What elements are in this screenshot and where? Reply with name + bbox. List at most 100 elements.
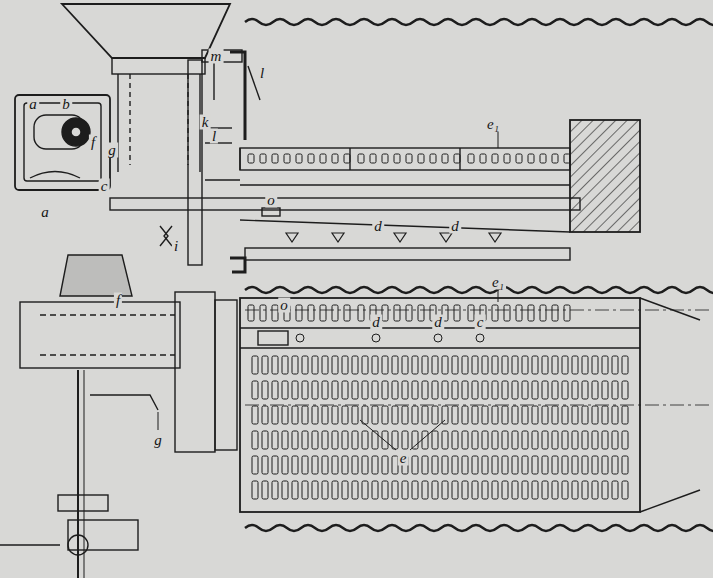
grate-slot (472, 381, 478, 399)
grate-slot (552, 381, 558, 399)
tuyere (489, 233, 501, 242)
grate-slot (362, 481, 368, 499)
grate-slot (472, 356, 478, 374)
grate-slot (452, 406, 458, 424)
grate-slot (432, 356, 438, 374)
grate-slot (422, 431, 428, 449)
callout-letter: a (27, 97, 39, 112)
grate-slot (308, 305, 314, 321)
grate-slot (592, 481, 598, 499)
grate-slot (482, 431, 488, 449)
grate-slot (418, 305, 424, 321)
grate-slot (418, 154, 424, 163)
grate-slot (302, 381, 308, 399)
grate-slot (572, 456, 578, 474)
grate-slot (502, 381, 508, 399)
grate-slot (342, 431, 348, 449)
callout-letter: c (475, 315, 486, 330)
grate-slot (402, 381, 408, 399)
grate-slot (352, 481, 358, 499)
grate-slot (392, 381, 398, 399)
grate-slot (332, 431, 338, 449)
callout-letter: l (210, 129, 218, 144)
grate-slot (472, 481, 478, 499)
grate-slot (528, 305, 534, 321)
grate-slot (282, 356, 288, 374)
grate-slot (332, 154, 338, 163)
grate-slot (532, 356, 538, 374)
grate-slot (462, 356, 468, 374)
grate-slot (572, 431, 578, 449)
grate-slot (442, 356, 448, 374)
grate-slot (272, 406, 278, 424)
grate-slot (296, 154, 302, 163)
grate-slot (272, 481, 278, 499)
grate-slot (452, 456, 458, 474)
grate-slot (540, 154, 546, 163)
grate-slot (412, 456, 418, 474)
grate-slot (622, 356, 628, 374)
grate-slot (282, 481, 288, 499)
grate-slot (260, 305, 266, 321)
grate-slot (592, 356, 598, 374)
callout-letter: l (258, 66, 266, 81)
grate-slot (542, 381, 548, 399)
grate-slot (372, 406, 378, 424)
grate-slot (462, 481, 468, 499)
grate-slot (504, 305, 510, 321)
callout-letter: d (432, 315, 444, 330)
grate-slot (272, 305, 278, 321)
plan-view (0, 292, 713, 578)
grate-slot (612, 481, 618, 499)
callout-letter: o (278, 298, 290, 313)
grate-slot (492, 381, 498, 399)
grate-slot (406, 154, 412, 163)
grate-slot (282, 406, 288, 424)
grate-slot (468, 154, 474, 163)
grate-slot (472, 406, 478, 424)
grate-slot (372, 381, 378, 399)
grate-slot (602, 481, 608, 499)
grate-slot (262, 356, 268, 374)
grate-slot (468, 305, 474, 321)
grate-slot (452, 381, 458, 399)
grate-slot (342, 381, 348, 399)
grate-slot (332, 381, 338, 399)
callout-letter: i (172, 239, 180, 254)
grate-slot (302, 431, 308, 449)
grate-slot (562, 356, 568, 374)
callout-letter: b (60, 97, 72, 112)
grate-slot (248, 154, 254, 163)
grate-slot (512, 431, 518, 449)
grate-slot (542, 431, 548, 449)
grate-slot (412, 406, 418, 424)
grate-slot (602, 356, 608, 374)
grate-slot (362, 456, 368, 474)
grate-slot (552, 154, 558, 163)
grate-slot (412, 381, 418, 399)
grate-slot (252, 406, 258, 424)
grate-slot (522, 431, 528, 449)
grate-slot (512, 406, 518, 424)
callout-letter: k (200, 115, 211, 130)
grate-slot (512, 381, 518, 399)
furnace-wall (245, 19, 713, 531)
grate-slot (312, 406, 318, 424)
grate-slot (358, 154, 364, 163)
callout-letter: g (152, 433, 164, 448)
grate-slot (248, 305, 254, 321)
grate-slot (292, 481, 298, 499)
grate-slot (362, 356, 368, 374)
grate-slot (442, 431, 448, 449)
grate-slot (394, 154, 400, 163)
grate-slot (284, 154, 290, 163)
callout-letter: o (265, 193, 277, 208)
grate-slot (582, 431, 588, 449)
grate-slot (592, 406, 598, 424)
callout-letter: c (99, 179, 110, 194)
grate-slot (602, 406, 608, 424)
grate-slot (382, 456, 388, 474)
grate-slot (412, 481, 418, 499)
grate-slot (282, 431, 288, 449)
grate-slot (392, 406, 398, 424)
